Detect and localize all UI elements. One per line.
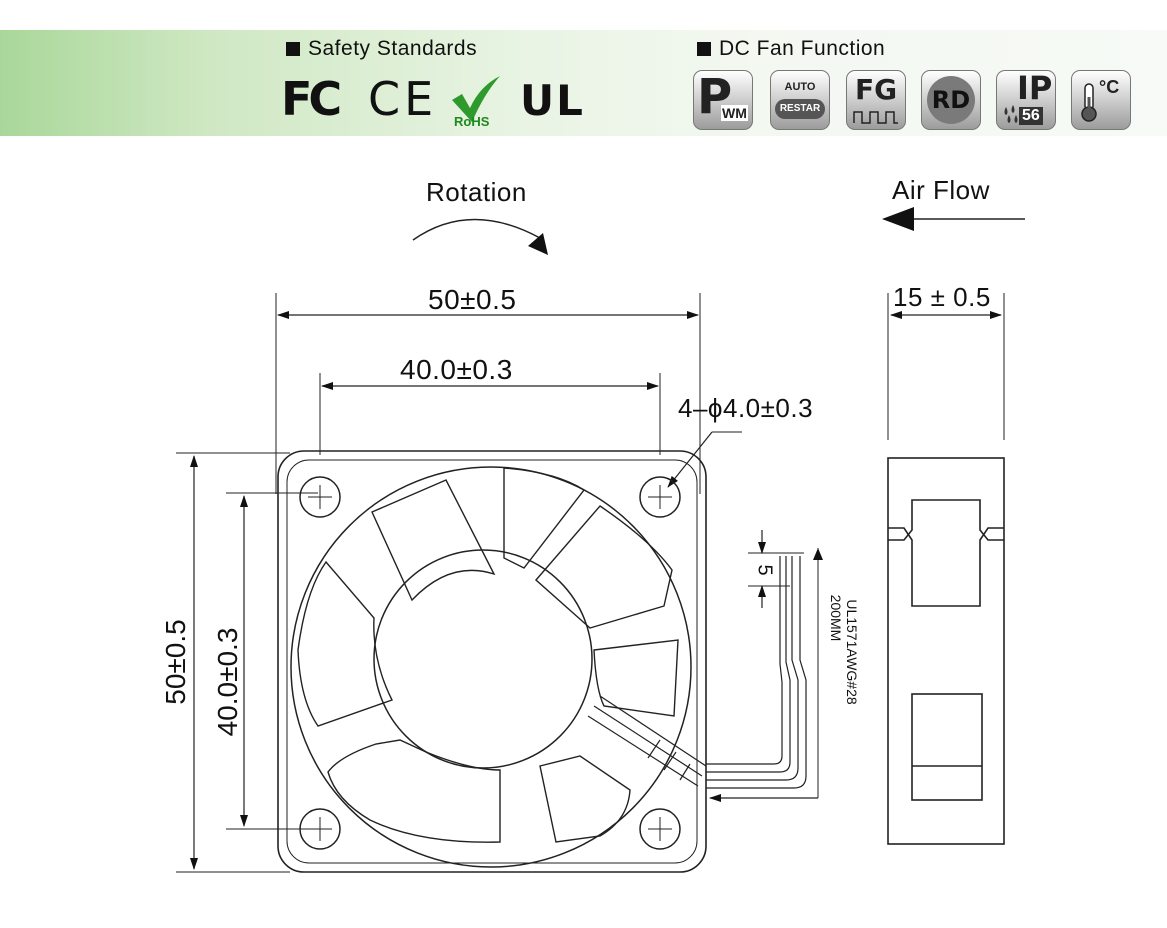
dc-fan-function-heading: DC Fan Function — [697, 37, 885, 61]
fan-frame-outline — [277, 450, 707, 873]
depth-label: 15 ± 0.5 — [893, 282, 991, 312]
rohs-logo: RoHS — [448, 74, 504, 134]
rohs-label: RoHS — [454, 114, 490, 129]
safety-standards-heading: Safety Standards — [286, 37, 477, 61]
mounting-hole-bl — [299, 808, 341, 850]
fg-label: FG — [854, 73, 898, 106]
fcc-logo: FC — [281, 72, 342, 126]
strip-length-label: 5 — [753, 564, 776, 576]
wire-channel — [587, 695, 707, 787]
ip-label: IP — [1017, 69, 1053, 107]
hole-spacing-v-label: 40.0±0.3 — [212, 627, 243, 737]
pwm-badge: P WM — [693, 69, 753, 130]
square-wave-icon — [853, 111, 898, 124]
auto-label: AUTO — [784, 81, 816, 93]
fan-hub — [373, 549, 593, 769]
pwm-wm: WM — [721, 105, 748, 121]
water-drops-icon — [1004, 105, 1018, 123]
fan-frame-inner — [286, 459, 698, 864]
mounting-hole-tl — [299, 476, 341, 518]
mounting-hole-br — [639, 808, 681, 850]
celsius-label: °C — [1099, 77, 1120, 97]
hole-spacing-h-label: 40.0±0.3 — [400, 354, 513, 385]
auto-restart-badge: AUTO RESTAR — [770, 70, 830, 130]
airflow-label: Air Flow — [892, 175, 990, 205]
hole-callout-leader — [667, 431, 713, 488]
wire-length-label: 200MM — [828, 594, 844, 642]
lead-wires — [706, 556, 807, 789]
rd-badge: RD — [921, 70, 981, 130]
fan-side-view — [887, 457, 1005, 845]
rohs-check-icon — [452, 76, 500, 122]
restart-label: RESTAR — [775, 99, 825, 119]
ce-logo: CE — [368, 72, 438, 126]
wire-spec-label: UL1571AWG#28 — [844, 599, 860, 705]
ip-number: 56 — [1019, 107, 1043, 125]
ip56-badge: IP 56 — [996, 69, 1056, 130]
holes-label: 4–ϕ4.0±0.3 — [678, 393, 814, 423]
mounting-hole-tr — [639, 476, 681, 518]
rotation-arrow-head — [528, 233, 548, 255]
square-bullet-icon — [286, 42, 300, 56]
temperature-badge: °C — [1071, 70, 1131, 130]
airflow-arrow-head — [882, 207, 914, 231]
rotation-label: Rotation — [426, 177, 527, 207]
fg-badge: FG — [846, 70, 906, 130]
outer-width-label: 50±0.5 — [428, 284, 517, 315]
fan-blades — [297, 467, 679, 843]
fan-venturi — [290, 466, 692, 868]
square-bullet-icon — [697, 42, 711, 56]
rotation-arrow — [412, 218, 541, 241]
outer-height-label: 50±0.5 — [160, 619, 191, 705]
thermometer-icon — [1081, 83, 1097, 122]
rd-label: RD — [927, 76, 975, 124]
ul-logo: UL — [520, 76, 585, 125]
